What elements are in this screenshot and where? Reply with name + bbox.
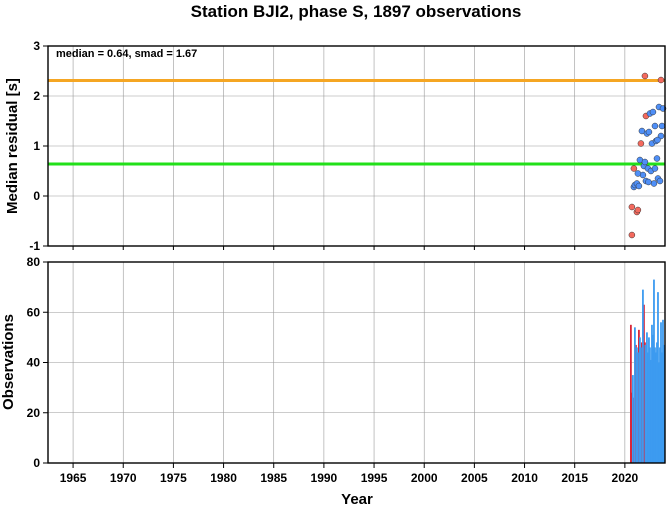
observations-y-tick-label: 80 xyxy=(27,255,41,269)
residual-point xyxy=(641,72,649,80)
observation-bar xyxy=(650,359,652,463)
observations-panel: 0 20 40 60 80 1965 1970 1975 1980 1985 1990 1995 20… xyxy=(0,255,666,508)
observation-bar xyxy=(634,327,636,463)
observation-bar xyxy=(643,304,645,463)
observation-bars xyxy=(629,279,665,463)
x-tick-label: 1975 xyxy=(160,471,187,485)
residual-y-tick-label: 0 xyxy=(33,189,40,203)
stats-annotation: median = 0.64, smad = 1.67 xyxy=(56,48,197,60)
observation-bar xyxy=(638,329,640,463)
residual-panel: -1 0 1 2 3 median = 0.64, smad = 1.67 Median… xyxy=(4,39,667,253)
residual-y-tick-label: -1 xyxy=(29,239,40,253)
residual-y-tick-label: 3 xyxy=(33,39,40,53)
residual-points xyxy=(628,72,667,239)
residual-point xyxy=(630,165,638,172)
residual-point xyxy=(634,170,642,177)
observation-bar xyxy=(635,344,637,463)
observation-bar xyxy=(646,332,648,463)
residual-point xyxy=(645,178,652,186)
observation-bar xyxy=(660,322,662,463)
observation-bar xyxy=(631,375,634,463)
x-tick-label: 1995 xyxy=(361,471,388,485)
observation-bar xyxy=(654,347,656,463)
x-tick-label: 1985 xyxy=(260,471,287,485)
observation-bar xyxy=(657,292,659,463)
residual-point xyxy=(637,140,645,147)
reference-lines xyxy=(48,79,665,166)
observation-bar xyxy=(640,347,642,463)
residual-point xyxy=(641,158,649,166)
observations-x-ticks: 1965 1970 1975 1980 1985 1990 1995 2000 2005 2010… xyxy=(60,463,639,485)
residual-point xyxy=(628,231,636,239)
residual-y-ticks: -1 0 1 2 3 xyxy=(29,39,48,253)
observation-bar xyxy=(659,347,661,463)
residual-point xyxy=(656,177,664,185)
x-tick-label: 2010 xyxy=(511,471,538,485)
residual-point xyxy=(658,122,666,130)
observation-bar xyxy=(641,342,643,463)
residual-point xyxy=(628,203,636,211)
residual-point xyxy=(657,76,665,84)
observations-y-tick-label: 60 xyxy=(27,305,41,319)
residual-point xyxy=(645,128,653,136)
observation-bar xyxy=(655,352,657,463)
observation-bar xyxy=(636,347,638,463)
observation-bar xyxy=(656,342,658,463)
observation-bar xyxy=(642,289,644,463)
residual-point xyxy=(650,180,658,187)
x-axis-label: Year xyxy=(341,491,373,508)
observation-bar xyxy=(663,344,665,463)
x-tick-label: 2000 xyxy=(411,471,438,485)
x-tick-label: 2020 xyxy=(612,471,639,485)
residual-point xyxy=(653,155,661,162)
x-tick-label: 1980 xyxy=(210,471,237,485)
residual-point xyxy=(635,182,643,190)
residual-point xyxy=(651,165,659,172)
x-tick-label: 1970 xyxy=(110,471,137,485)
observation-bar xyxy=(637,352,639,463)
observations-y-axis-label: Observations xyxy=(0,314,17,410)
x-tick-label: 2005 xyxy=(461,471,488,485)
residual-point xyxy=(634,206,642,214)
residual-point xyxy=(654,136,661,144)
observation-bar xyxy=(639,337,641,463)
observation-bar xyxy=(648,337,650,463)
observation-bar xyxy=(649,347,651,463)
x-tick-label: 1965 xyxy=(60,471,87,485)
observation-bar xyxy=(652,334,654,463)
observation-bar xyxy=(647,352,649,463)
observations-gridlines xyxy=(48,261,665,464)
observation-bar xyxy=(662,319,664,463)
residual-gridlines xyxy=(48,45,665,247)
residual-point xyxy=(651,122,659,130)
chart-title: Station BJI2, phase S, 1897 observations xyxy=(191,2,522,21)
observation-bar xyxy=(658,362,660,463)
observation-bar xyxy=(644,344,647,463)
x-tick-label: 1990 xyxy=(311,471,338,485)
observation-bar xyxy=(661,352,663,463)
residual-y-tick-label: 1 xyxy=(33,139,40,153)
observations-y-tick-label: 0 xyxy=(33,456,40,470)
observations-y-tick-label: 20 xyxy=(27,406,41,420)
residual-x-tick-marks xyxy=(72,246,626,250)
observation-bar xyxy=(632,397,635,463)
residual-y-tick-label: 2 xyxy=(33,89,40,103)
observation-bar xyxy=(629,324,632,463)
observations-y-tick-label: 40 xyxy=(27,356,41,370)
x-tick-label: 2015 xyxy=(561,471,588,485)
residual-point xyxy=(649,108,657,116)
observations-y-ticks: 0 20 40 60 80 xyxy=(27,255,48,470)
observation-bar xyxy=(651,324,653,463)
residual-y-axis-label: Median residual [s] xyxy=(4,78,21,214)
observation-bar xyxy=(653,279,655,463)
